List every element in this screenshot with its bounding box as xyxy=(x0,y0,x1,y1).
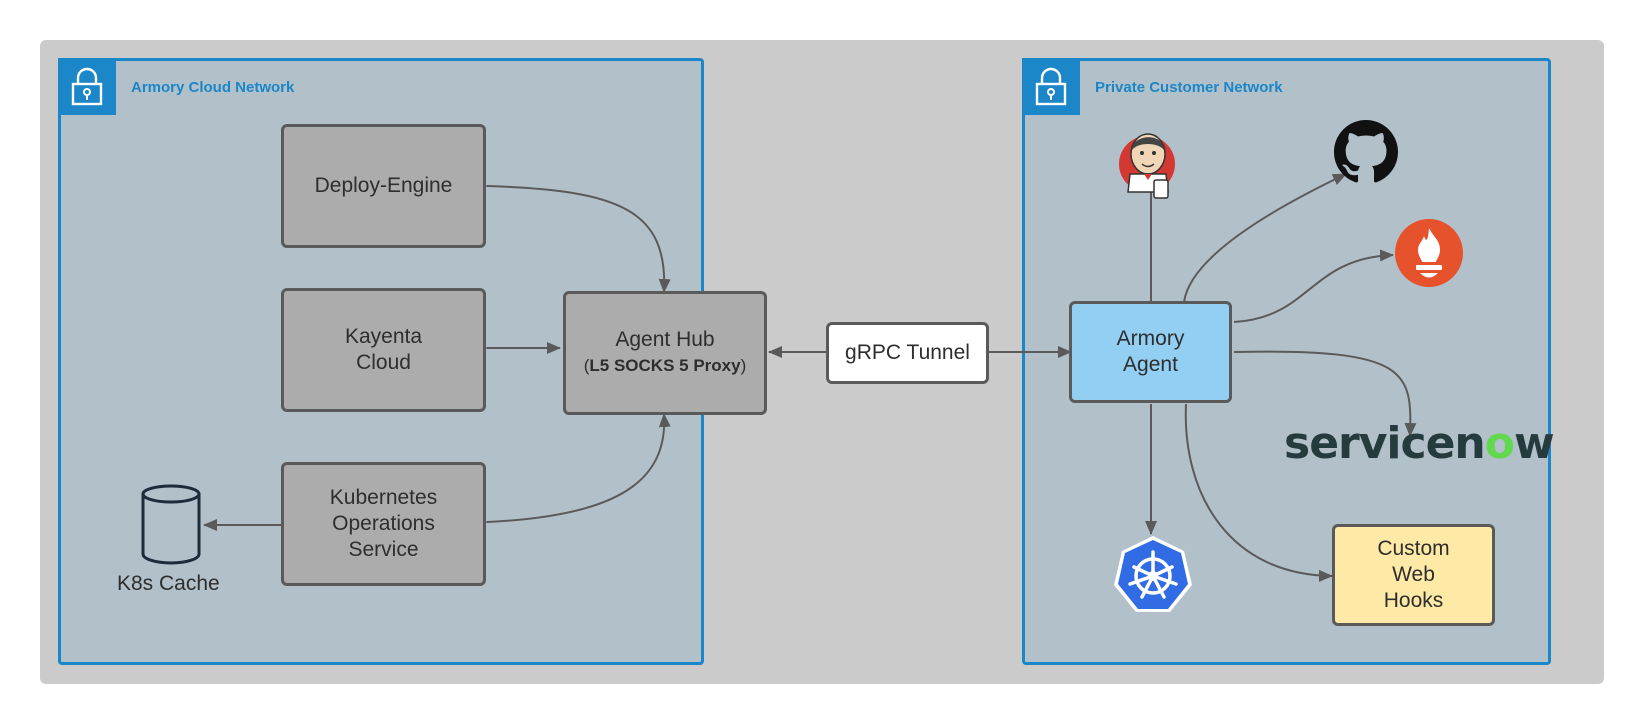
node-label: gRPC Tunnel xyxy=(845,341,970,364)
deploy-engine-node: Deploy-Engine xyxy=(281,124,486,248)
network-title: Private Customer Network xyxy=(1095,79,1283,96)
lock-icon xyxy=(1022,58,1080,115)
kubernetes-operations-service-node: Kubernetes Operations Service xyxy=(281,462,486,586)
grpc-tunnel-node: gRPC Tunnel xyxy=(826,322,989,384)
node-label-line2: Agent xyxy=(1123,353,1178,376)
node-label-line2: Cloud xyxy=(356,351,411,374)
servicenow-logo: servicenow xyxy=(1284,418,1555,469)
custom-web-hooks-node: Custom Web Hooks xyxy=(1332,524,1495,626)
node-label-line1: Custom xyxy=(1377,537,1450,560)
agent-hub-node: Agent Hub (L5 SOCKS 5 Proxy) xyxy=(563,291,767,415)
node-label-line3: Hooks xyxy=(1383,589,1444,612)
network-title: Armory Cloud Network xyxy=(131,79,295,96)
node-label-line1: Kubernetes xyxy=(329,486,438,509)
github-icon xyxy=(1334,120,1398,183)
node-label: Deploy-Engine xyxy=(314,174,453,197)
prometheus-icon xyxy=(1395,219,1463,287)
k8s-cache-label: K8s Cache xyxy=(117,572,220,595)
node-label-line3: Service xyxy=(348,538,419,561)
kayenta-cloud-node: Kayenta Cloud xyxy=(281,288,486,412)
armory-agent-node: Armory Agent xyxy=(1069,301,1232,403)
node-label-line1: Armory xyxy=(1116,327,1185,350)
node-label-line1: Agent Hub xyxy=(615,328,715,351)
lock-icon xyxy=(58,58,116,115)
node-label-line2: Operations xyxy=(332,512,435,535)
node-label-line1: Kayenta xyxy=(344,325,423,348)
node-sublabel: (L5 SOCKS 5 Proxy) xyxy=(583,356,747,375)
kubernetes-icon xyxy=(1114,536,1192,612)
jenkins-icon xyxy=(1119,133,1175,199)
node-label-line2: Web xyxy=(1392,563,1435,586)
database-cylinder-icon xyxy=(141,484,201,565)
